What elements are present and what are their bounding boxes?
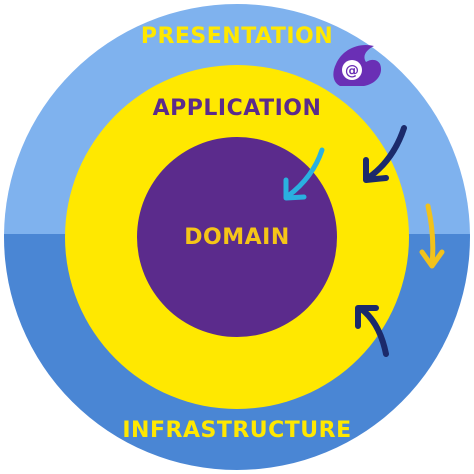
- domain-label: DOMAIN: [184, 225, 290, 250]
- application-to-domain-arrow-icon: [283, 147, 325, 201]
- presentation-label: PRESENTATION: [140, 24, 334, 49]
- infrastructure-label: INFRASTRUCTURE: [122, 418, 352, 443]
- at-sign-flame-icon: @: [333, 44, 382, 86]
- downward-gold-arrow-icon: [419, 203, 445, 269]
- presentation-to-application-arrow-icon: [363, 125, 407, 183]
- application-label: APPLICATION: [152, 96, 322, 121]
- svg-text:@: @: [345, 63, 359, 79]
- infrastructure-to-application-arrow-icon: [355, 305, 389, 357]
